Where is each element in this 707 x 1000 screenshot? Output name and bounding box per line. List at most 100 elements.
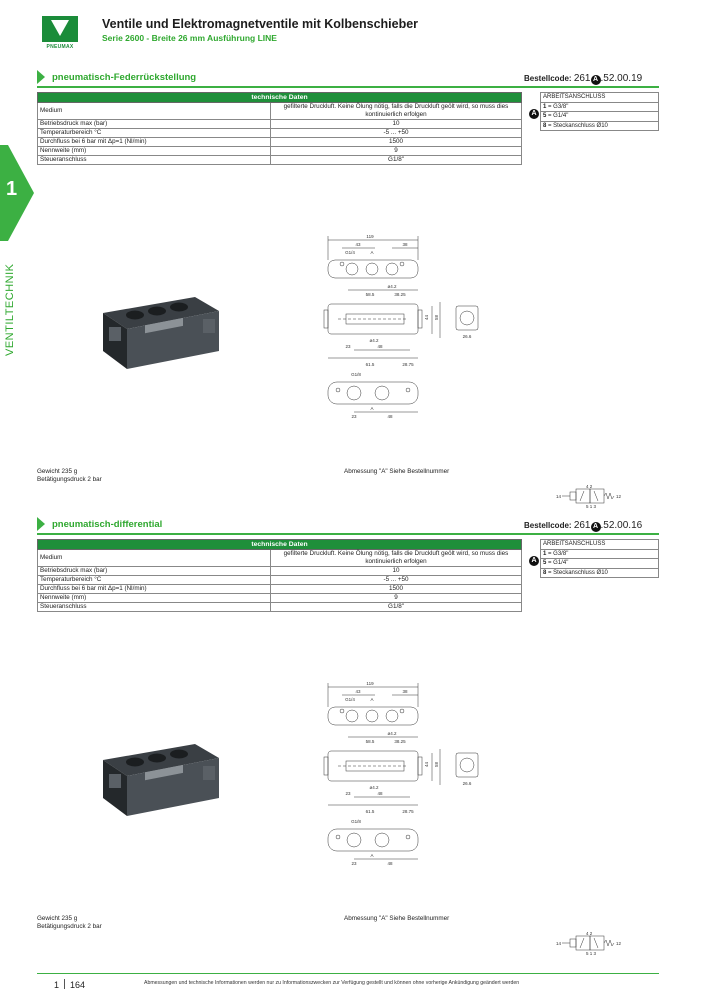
weight-note: Gewicht 235 g — [37, 468, 78, 475]
svg-text:14: 14 — [556, 941, 562, 946]
order-badge: A — [590, 75, 601, 85]
option-key: 8 — [543, 122, 547, 129]
option-row: 8 = Steckanschluss Ø10 — [540, 120, 659, 131]
spec-row: Steueranschluss G1/8" — [37, 602, 522, 612]
svg-text:23: 23 — [345, 344, 351, 349]
svg-text:48: 48 — [387, 861, 393, 866]
dimension-drawing: 119 43 38 G1/4 A ø4.2 58.5 38.25 44 58 2… — [320, 677, 480, 887]
svg-text:23: 23 — [351, 861, 357, 866]
actuation-note: Betätigungsdruck 2 bar — [37, 923, 102, 930]
spec-row: Nennweite (mm) 9 — [37, 146, 522, 156]
spec-label: Nennweite (mm) — [37, 146, 271, 156]
dimension-note: Abmessung "A" Siehe Bestellnummer — [344, 915, 450, 922]
pneumatic-symbol-icon: 14 12 4 2 5 1 3 — [556, 930, 628, 956]
svg-text:A: A — [370, 853, 373, 858]
spec-table-header: technische Daten — [37, 92, 522, 103]
spec-table-header: technische Daten — [37, 539, 522, 550]
svg-text:ø4.2: ø4.2 — [369, 785, 379, 790]
option-row: 1 = G3/8" — [540, 101, 659, 112]
spec-table: technische Daten Medium gefilterte Druck… — [37, 539, 522, 612]
svg-text:G1/4: G1/4 — [345, 697, 355, 702]
options-header: ARBEITSANSCHLUSS — [540, 92, 659, 103]
spec-row: Medium gefilterte Druckluft. Keine Ölung… — [37, 102, 522, 120]
svg-text:58: 58 — [434, 314, 439, 320]
spec-label: Betriebsdruck max (bar) — [37, 119, 271, 129]
section-title: pneumatisch-Federrückstellung — [52, 72, 197, 83]
spec-row: Temperaturbereich °C -5 ... +50 — [37, 575, 522, 585]
svg-text:23: 23 — [351, 414, 357, 419]
spec-value: 10 — [270, 566, 522, 576]
svg-text:44: 44 — [424, 761, 429, 767]
spec-row: Durchfluss bei 6 bar mit Δp=1 (Nl/min) 1… — [37, 137, 522, 147]
spec-row: Betriebsdruck max (bar) 10 — [37, 119, 522, 129]
brand-logo: PNEUMAX — [38, 16, 82, 52]
svg-text:58: 58 — [434, 761, 439, 767]
spec-value: 9 — [270, 593, 522, 603]
svg-text:61.5: 61.5 — [366, 362, 375, 367]
svg-text:48: 48 — [377, 344, 383, 349]
spec-row: Betriebsdruck max (bar) 10 — [37, 566, 522, 576]
spec-row: Durchfluss bei 6 bar mit Δp=1 (Nl/min) 1… — [37, 584, 522, 594]
svg-text:G1/4: G1/4 — [345, 250, 355, 255]
options-table: ARBEITSANSCHLUSS 1 = G3/8" 5 = G1/4" 8 =… — [540, 92, 659, 131]
spec-label: Betriebsdruck max (bar) — [37, 566, 271, 576]
section-arrow-icon — [37, 517, 45, 531]
logo-text: PNEUMAX — [46, 44, 74, 50]
svg-text:48: 48 — [387, 414, 393, 419]
option-text: = G1/4" — [546, 560, 569, 567]
section-title: pneumatisch-differential — [52, 519, 163, 530]
svg-text:38: 38 — [402, 242, 408, 247]
spec-label: Durchfluss bei 6 bar mit Δp=1 (Nl/min) — [37, 137, 271, 147]
footer-rule — [37, 973, 659, 974]
chapter-label: VENTILTECHNIK — [4, 263, 16, 356]
logo-mark — [42, 16, 78, 42]
spec-row: Steueranschluss G1/8" — [37, 155, 522, 165]
spec-value: 1500 — [270, 584, 522, 594]
svg-text:4 2: 4 2 — [586, 484, 593, 489]
spec-value: 10 — [270, 119, 522, 129]
spec-row: Temperaturbereich °C -5 ... +50 — [37, 128, 522, 138]
product-image — [95, 285, 225, 375]
spec-value: 9 — [270, 146, 522, 156]
svg-text:A: A — [370, 697, 373, 702]
spec-label: Medium — [37, 549, 271, 567]
svg-text:12: 12 — [616, 494, 622, 499]
svg-text:26.6: 26.6 — [463, 781, 472, 786]
svg-text:38: 38 — [402, 689, 408, 694]
chapter-number: 1 — [6, 178, 18, 200]
spec-value: gefilterte Druckluft. Keine Ölung nötig,… — [270, 549, 522, 567]
option-text: = G3/8" — [546, 103, 569, 110]
svg-text:14: 14 — [556, 494, 562, 499]
spec-value: 1500 — [270, 137, 522, 147]
options-header: ARBEITSANSCHLUSS — [540, 539, 659, 550]
option-text: = G3/8" — [546, 550, 569, 557]
svg-text:23: 23 — [345, 791, 351, 796]
footer-disclaimer: Abmessungen und technische Informationen… — [144, 980, 520, 986]
svg-text:43: 43 — [355, 689, 361, 694]
option-key: 5 — [543, 113, 547, 120]
svg-text:5 1 3: 5 1 3 — [586, 951, 597, 956]
pneumatic-symbol-icon: 14 12 4 2 5 1 3 — [556, 483, 628, 509]
option-row: 5 = G1/4" — [540, 111, 659, 122]
chapter-tab — [0, 145, 36, 241]
svg-text:A: A — [370, 406, 373, 411]
svg-text:4 2: 4 2 — [586, 931, 593, 936]
svg-text:ø4.2: ø4.2 — [369, 338, 379, 343]
svg-text:119: 119 — [366, 234, 374, 239]
svg-text:ø4.2: ø4.2 — [387, 284, 397, 289]
spec-value: -5 ... +50 — [270, 128, 522, 138]
svg-text:48: 48 — [377, 791, 383, 796]
option-text: = Steckanschluss Ø10 — [546, 569, 608, 576]
spec-label: Durchfluss bei 6 bar mit Δp=1 (Nl/min) — [37, 584, 271, 594]
svg-text:28.75: 28.75 — [402, 809, 414, 814]
svg-text:G1/8: G1/8 — [351, 819, 361, 824]
svg-text:5 1 3: 5 1 3 — [586, 504, 597, 509]
spec-label: Medium — [37, 102, 271, 120]
spec-label: Nennweite (mm) — [37, 593, 271, 603]
svg-text:12: 12 — [616, 941, 622, 946]
option-key: 5 — [543, 560, 547, 567]
option-row: 8 = Steckanschluss Ø10 — [540, 567, 659, 578]
section-rule — [37, 86, 659, 88]
spec-label: Steueranschluss — [37, 155, 271, 165]
